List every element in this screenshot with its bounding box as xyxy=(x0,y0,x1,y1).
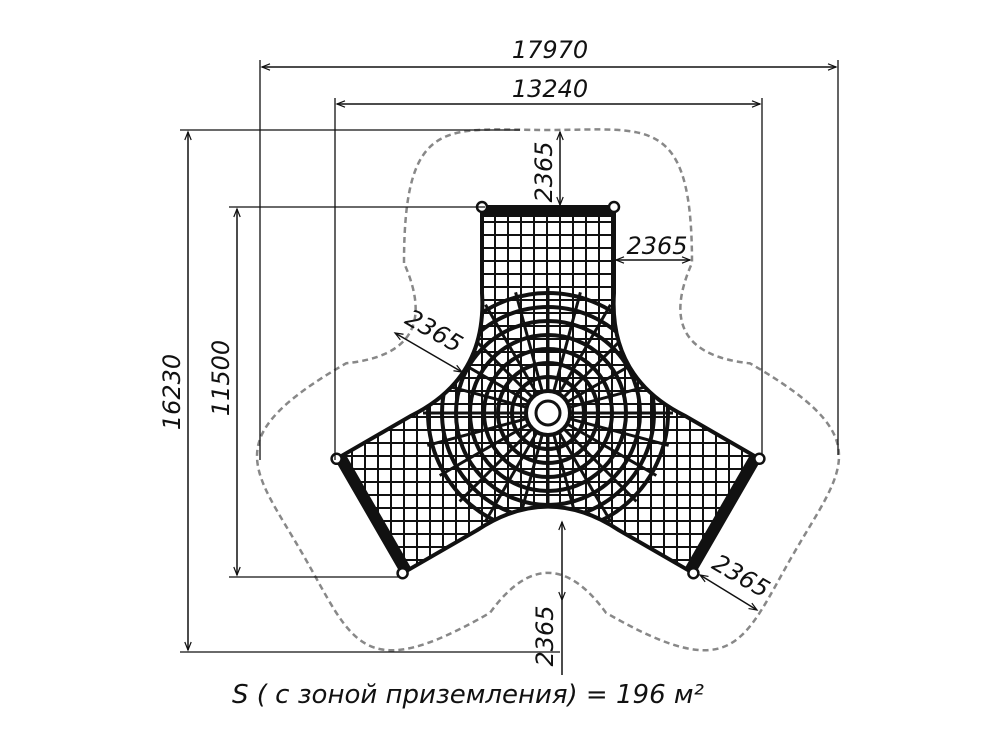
dim-safety-right-arm: 2365 xyxy=(626,232,687,260)
post xyxy=(687,566,700,580)
dim-safety-lower-right: 2365 xyxy=(708,549,775,604)
post xyxy=(330,452,343,466)
dim-safety-left-arm: 2365 xyxy=(401,304,468,359)
post xyxy=(753,452,766,466)
arm-end-beam xyxy=(684,453,760,574)
safety-zone-outline xyxy=(255,128,841,652)
net-spoke xyxy=(484,431,539,523)
dimension-lines xyxy=(184,63,838,675)
net-spoke xyxy=(438,422,530,477)
net-spoke xyxy=(566,422,658,477)
net-spoke xyxy=(557,303,612,395)
net-spoke xyxy=(557,431,612,523)
net-spoke xyxy=(514,291,544,393)
net-spoke xyxy=(568,417,670,447)
area-label: S ( с зоной приземления) = 196 м² xyxy=(232,680,704,710)
net-spoke xyxy=(484,303,539,395)
net-spoke xyxy=(458,427,534,503)
post xyxy=(607,200,621,214)
arm-end-beam xyxy=(482,207,614,217)
arm-end-beam xyxy=(336,453,412,574)
post xyxy=(396,566,409,580)
dim-frame-height: 11500 xyxy=(207,340,235,416)
dim-safety-top: 2365 xyxy=(530,141,558,202)
net-spoke xyxy=(562,427,638,503)
dim-overall-height: 16230 xyxy=(158,354,186,430)
central-mast xyxy=(534,399,562,427)
net-structure xyxy=(330,200,766,580)
net-spoke xyxy=(552,291,582,393)
dim-overall-width: 17970 xyxy=(512,36,588,64)
dim-frame-width: 13240 xyxy=(512,75,588,103)
extension-lines xyxy=(180,60,839,653)
dim-safety-bottom: 2365 xyxy=(531,605,559,666)
net-spoke xyxy=(426,417,528,447)
